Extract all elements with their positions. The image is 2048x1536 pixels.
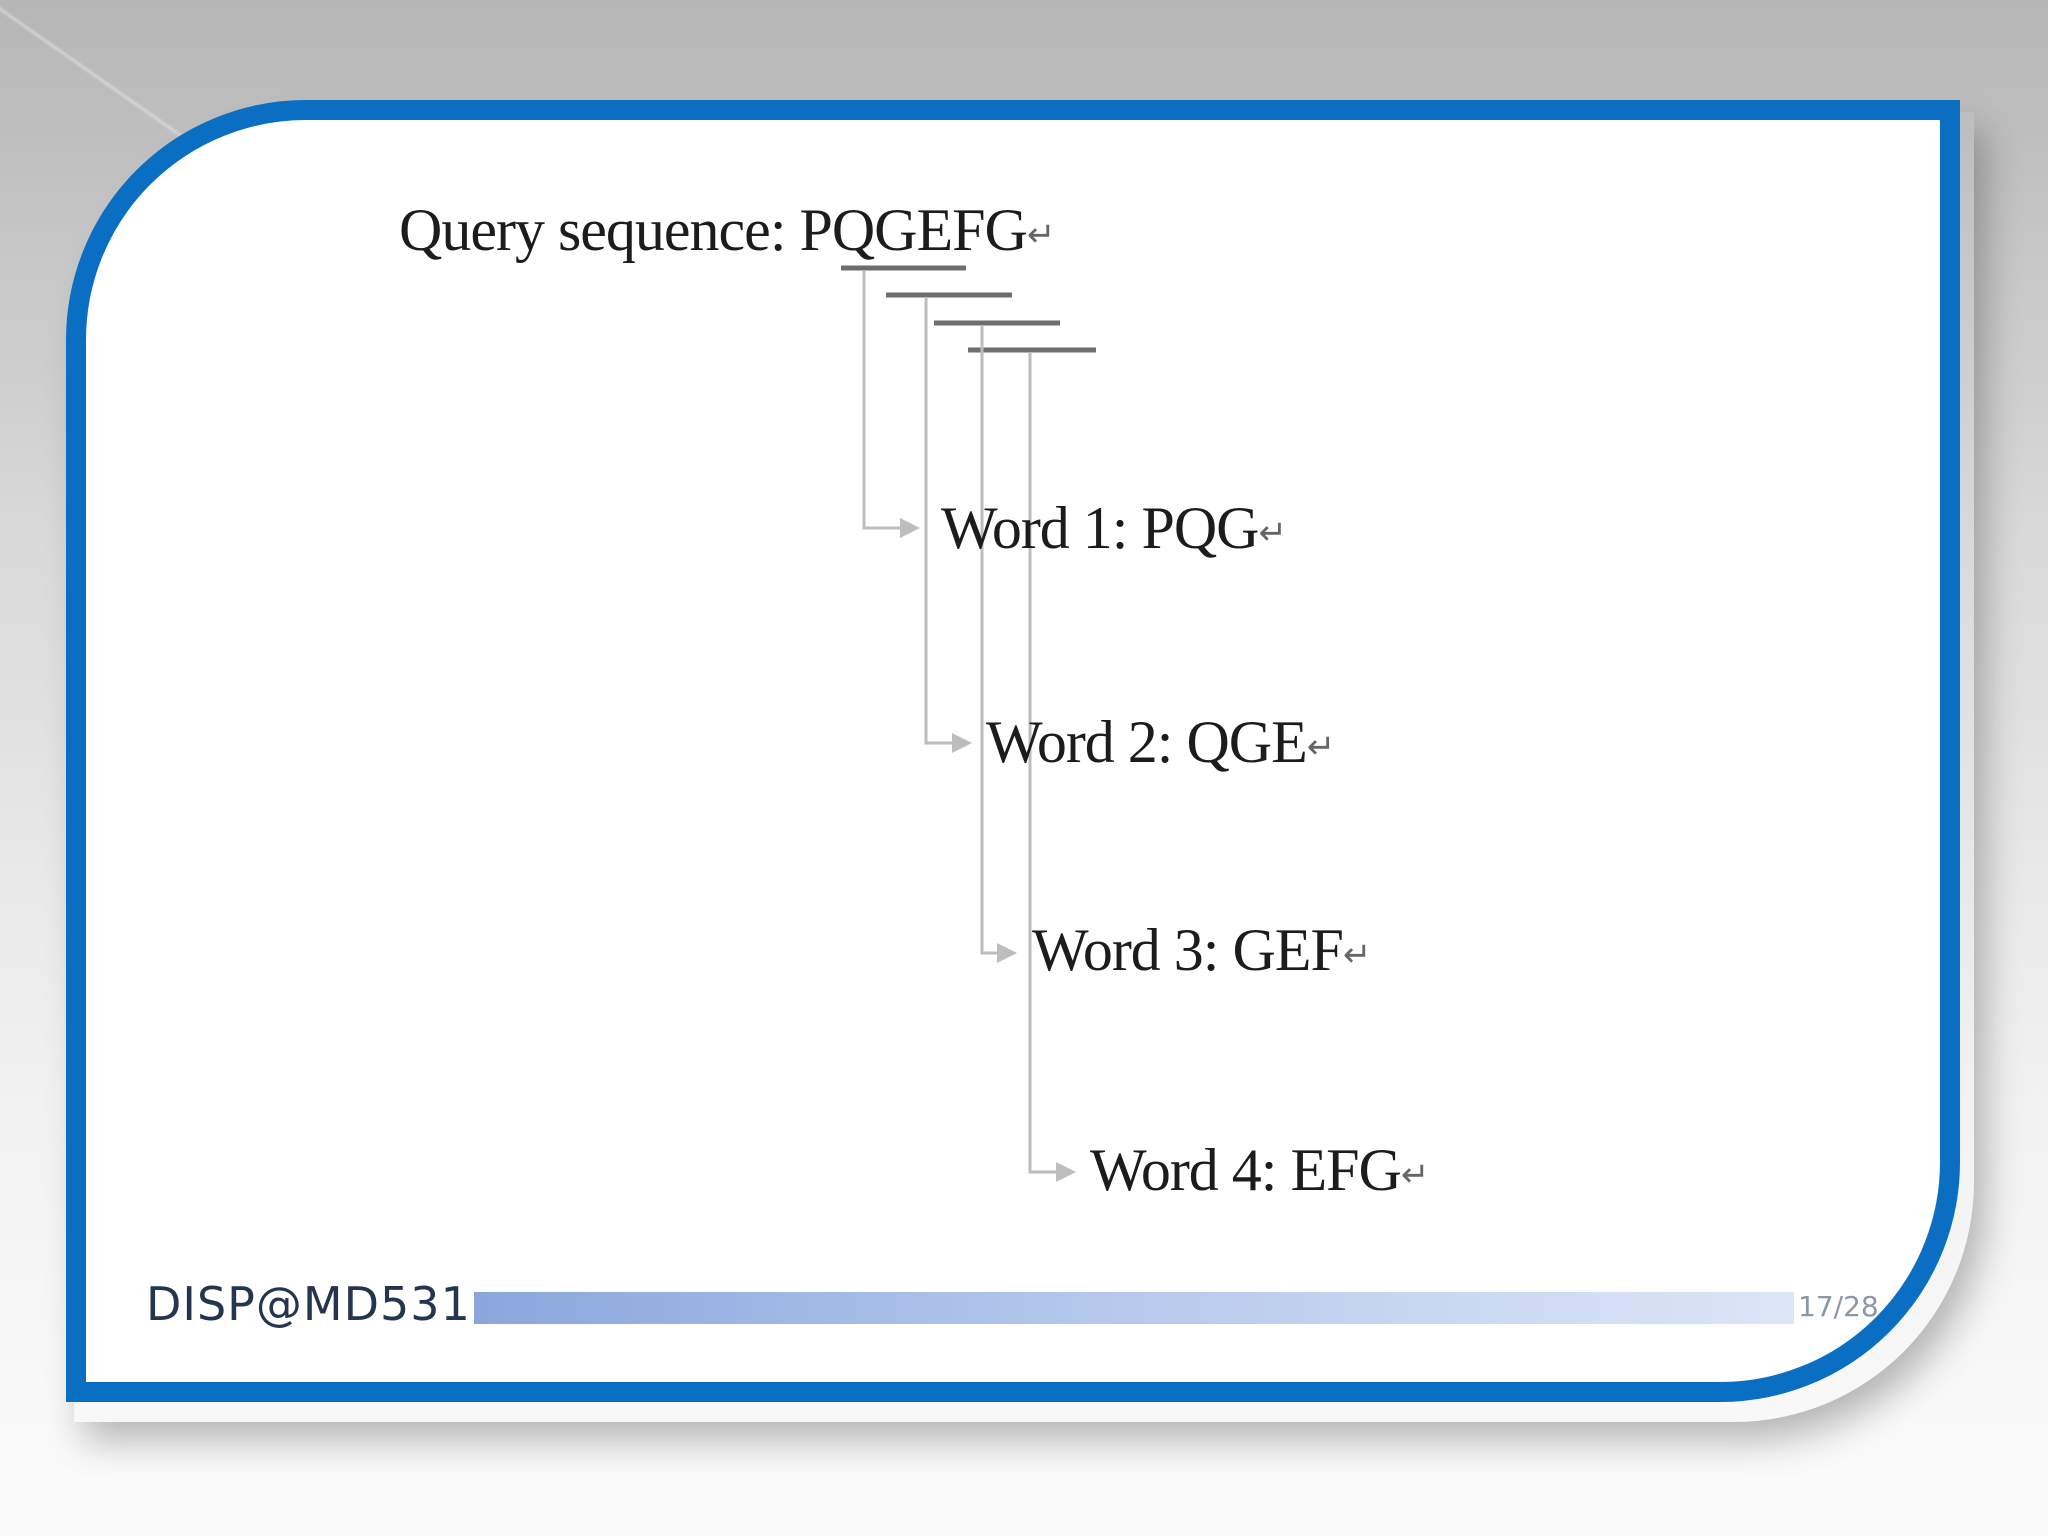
- word-2-label: Word 2: QGE↵: [986, 709, 1335, 775]
- connector-word-4: [1028, 352, 1060, 1174]
- arrowhead-word-2: [952, 733, 972, 753]
- query-sequence-line: Query sequence: PQGEFG↵: [399, 197, 1055, 263]
- arrowhead-word-3: [997, 943, 1017, 963]
- word-2-text: Word 2: QGE: [986, 709, 1308, 775]
- connector-word-2: [924, 297, 956, 745]
- return-mark-icon: ↵: [1400, 1157, 1429, 1195]
- word-3-label: Word 3: GEF↵: [1032, 917, 1371, 983]
- arrowhead-word-4: [1056, 1162, 1076, 1182]
- return-mark-icon: ↵: [1342, 937, 1371, 975]
- word-4-label: Word 4: EFG↵: [1090, 1137, 1429, 1203]
- page-number: 17/28: [1798, 1290, 1879, 1323]
- return-mark-icon: ↵: [1258, 515, 1287, 553]
- word-3-text: Word 3: GEF: [1032, 917, 1344, 983]
- word-1-text: Word 1: PQG: [941, 495, 1260, 561]
- connector-word-3: [980, 325, 1001, 955]
- word-1-label: Word 1: PQG↵: [941, 495, 1287, 561]
- query-label: Query sequence:: [399, 197, 786, 263]
- query-sequence: PQGEFG: [799, 197, 1027, 263]
- footer-logo: DISP@MD531: [146, 1277, 471, 1331]
- word-4-text: Word 4: EFG: [1090, 1137, 1402, 1203]
- footer-bar: [474, 1292, 1794, 1324]
- return-mark-icon: ↵: [1306, 729, 1335, 767]
- word-diagram: [841, 265, 1096, 1182]
- connector-word-1: [862, 270, 904, 530]
- return-mark-icon: ↵: [1026, 217, 1055, 255]
- slide-frame: Query sequence: PQGEFG↵ Word 1: PQG↵ Wor…: [66, 100, 1960, 1402]
- arrowhead-word-1: [900, 518, 920, 538]
